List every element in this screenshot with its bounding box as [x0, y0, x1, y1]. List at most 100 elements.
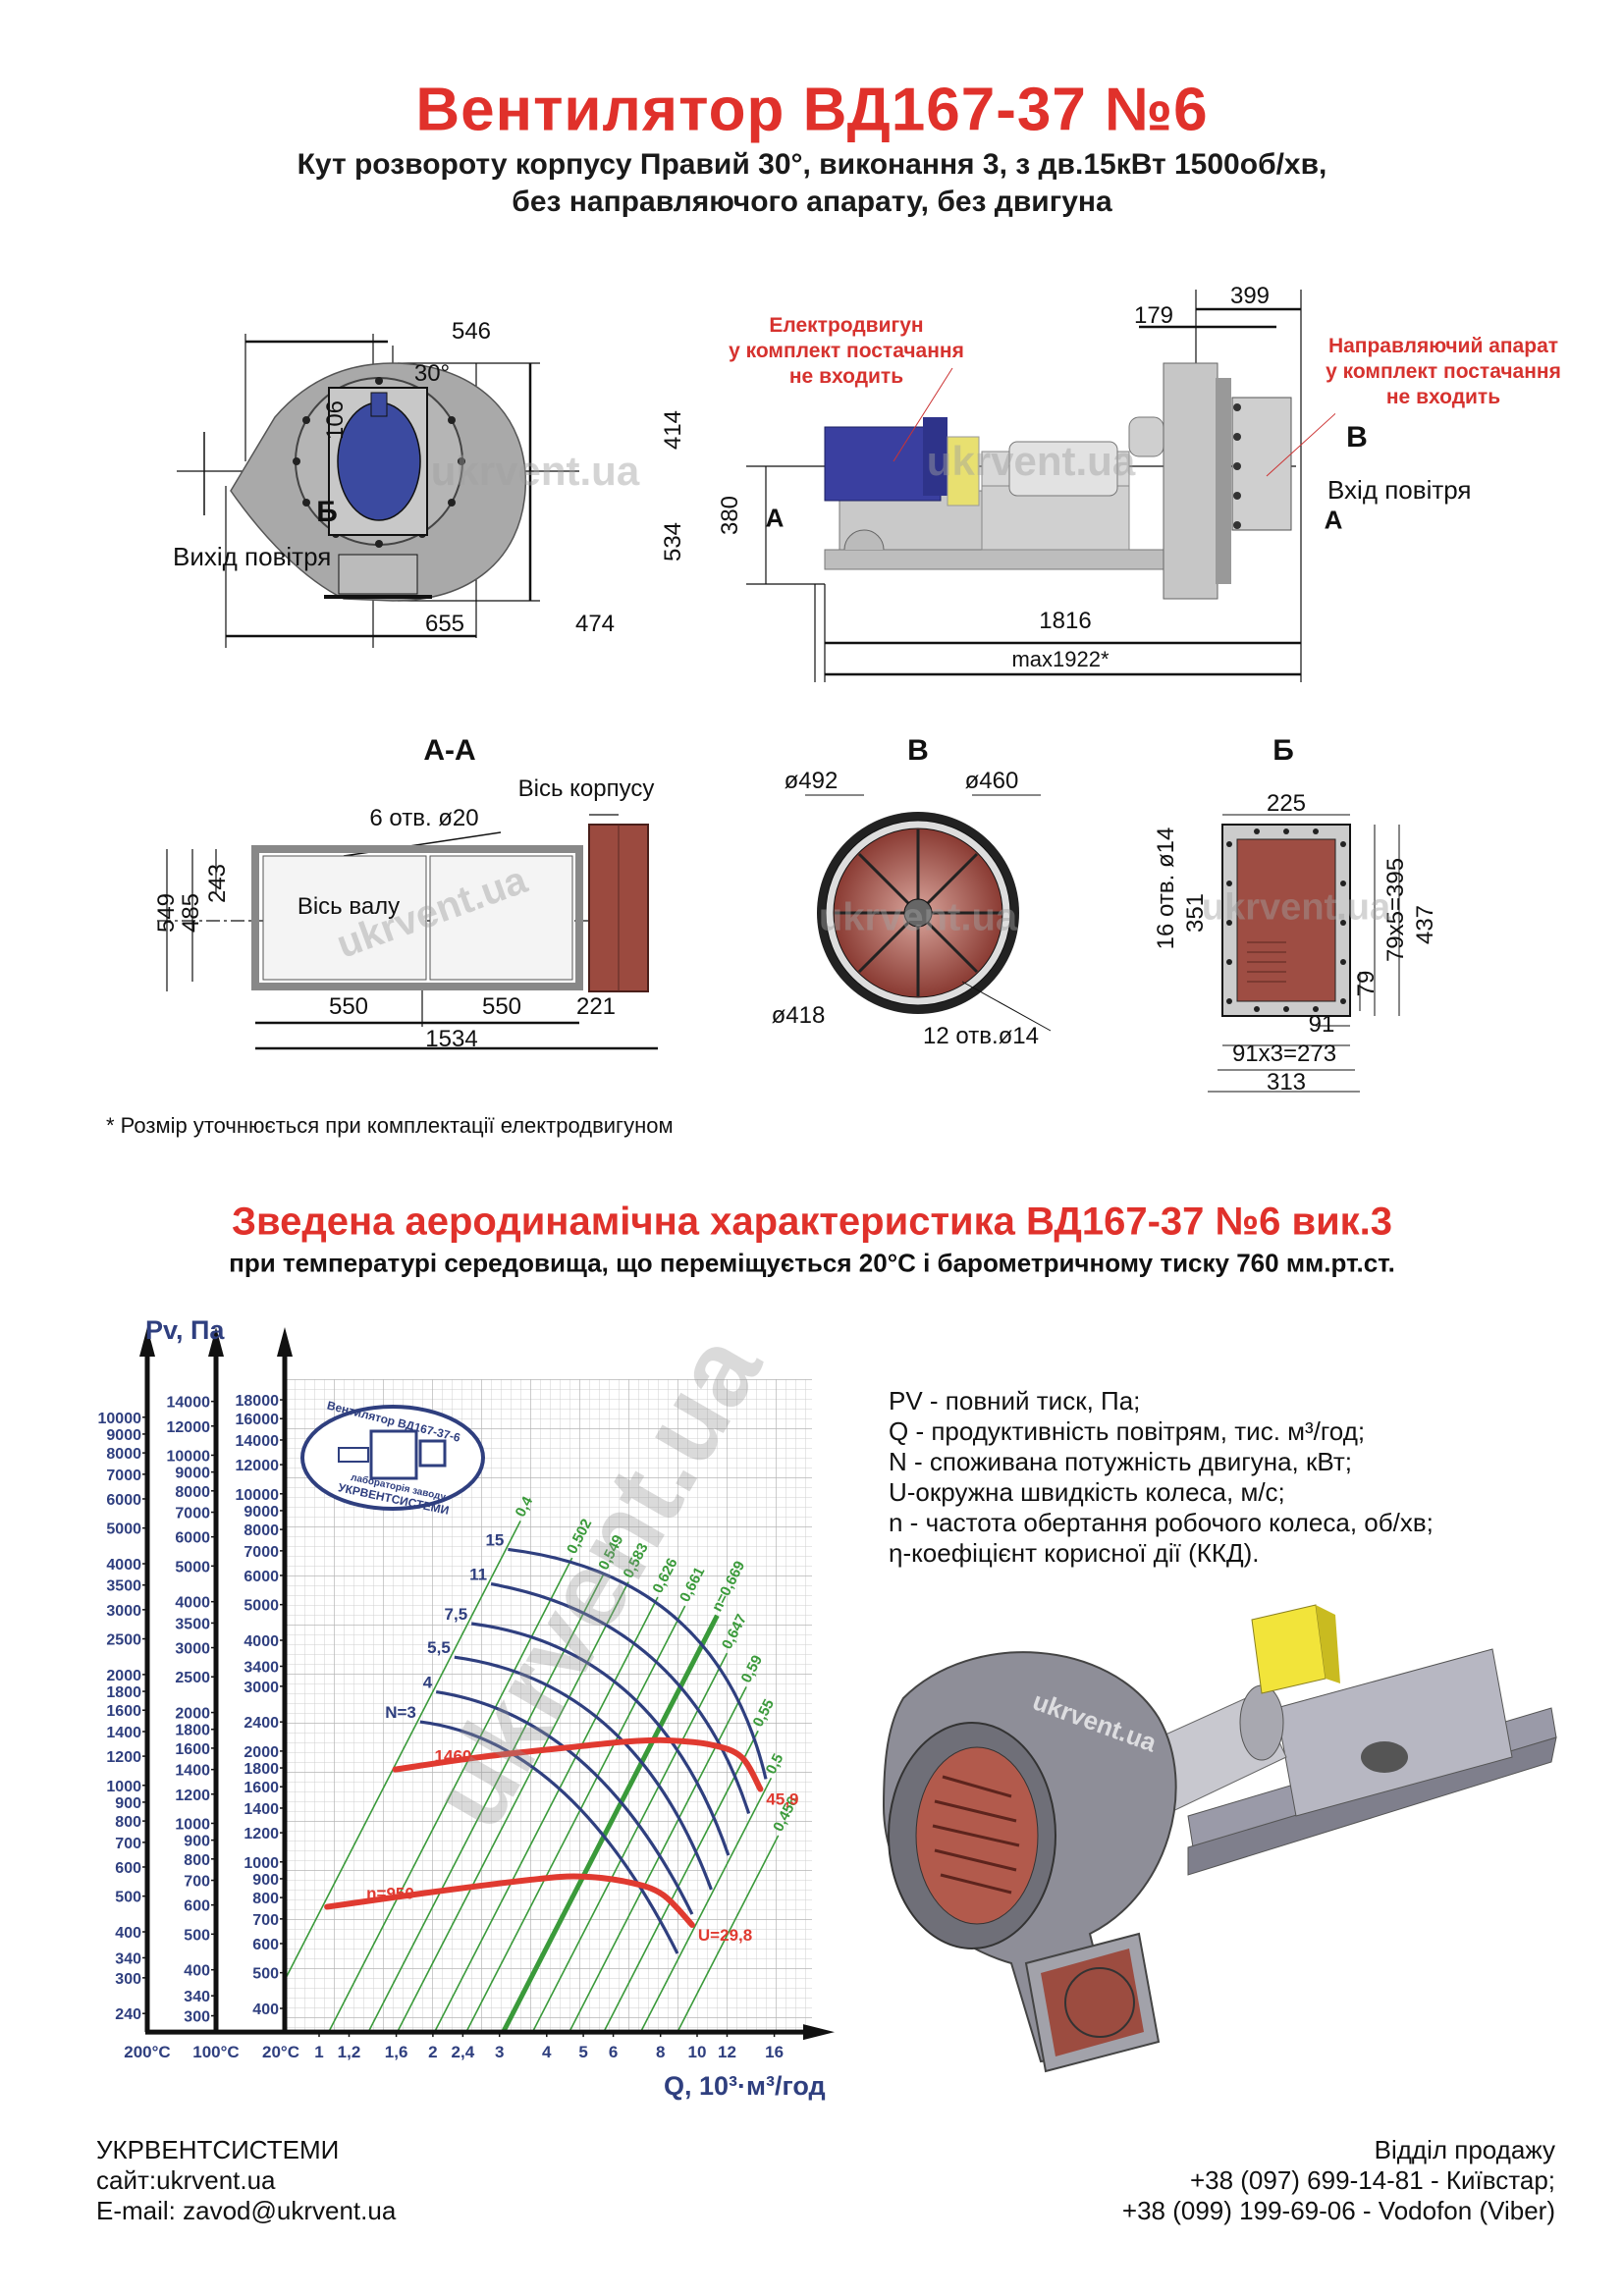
dim-485: 485 — [178, 892, 204, 934]
dim-534: 534 — [660, 521, 686, 562]
y-tick-label: 900 — [252, 1872, 279, 1889]
y-tick-label: 4000 — [175, 1595, 210, 1612]
efficiency-line — [433, 1596, 659, 2033]
y-tick-label: 700 — [252, 1912, 279, 1929]
y-tick-label: 2400 — [244, 1715, 279, 1732]
dim-549: 549 — [153, 892, 180, 934]
y-tick-label: 14000 — [167, 1395, 211, 1412]
y-tick-label: 800 — [184, 1852, 210, 1869]
power-curve — [470, 1622, 731, 1856]
y-tick-label: 6000 — [175, 1530, 210, 1547]
dim-106: 106 — [322, 400, 349, 441]
section-aa-drawing — [157, 814, 658, 1050]
y-tick-label: 6000 — [244, 1569, 279, 1585]
y-tick-label: 1400 — [175, 1763, 210, 1780]
company-name: УКРВЕНТСИСТЕМИ — [96, 2135, 340, 2164]
side-view-drawing — [746, 290, 1335, 682]
power-curve-label: N=3 — [385, 1703, 416, 1722]
x-tick-label: 12 — [718, 2043, 736, 2061]
y-tick-label: 1200 — [106, 1749, 141, 1766]
dim-243: 243 — [204, 863, 231, 904]
y-tick-label: 2000 — [106, 1668, 141, 1684]
y-tick-label: 8000 — [106, 1446, 141, 1463]
view-b-drawing — [1208, 814, 1400, 1093]
y-tick-label: 800 — [252, 1891, 279, 1907]
y-axis-label: Pv, Па — [145, 1315, 225, 1345]
y-tick-label: 10000 — [236, 1487, 280, 1504]
y-tick-label: 1400 — [106, 1725, 141, 1741]
x-axis-label: Q, 10³·м³/год — [664, 2071, 826, 2101]
y-tick-label: 1000 — [106, 1779, 141, 1795]
motor-body — [824, 426, 942, 502]
x-tick-label: 10 — [688, 2043, 707, 2061]
y-tick-label: 400 — [184, 1963, 210, 1980]
y-tick-label: 1400 — [244, 1801, 279, 1818]
inlet-label: Вхід повітря — [1327, 475, 1472, 505]
motor-note-line: у комплект постачання — [729, 340, 964, 362]
chart-subtitle: при температурі середовища, що переміщує… — [229, 1248, 1395, 1278]
x-tick-label: 1 — [314, 2043, 323, 2061]
page-title: Вентилятор ВД167-37 №6 — [415, 76, 1209, 144]
y-tick-label: 800 — [115, 1814, 141, 1831]
phone-kyivstar[interactable]: +38 (097) 699-14-81 - Київстар; — [1189, 2165, 1555, 2195]
guide-note-line: у комплект постачання — [1326, 360, 1561, 383]
dim-angle-30: 30° — [413, 360, 451, 387]
guide-note-line: Направляючий апарат — [1327, 335, 1559, 357]
dim-399: 399 — [1229, 283, 1271, 309]
chart-title: Зведена аеродинамічна характеристика ВД1… — [231, 1200, 1393, 1244]
motor-note-line: Електродвигун — [769, 314, 924, 337]
company-email-link[interactable]: E-mail: zavod@ukrvent.ua — [96, 2196, 397, 2225]
watermark: ukrvent.ua — [1201, 886, 1391, 929]
dim-550-a: 550 — [328, 993, 369, 1020]
diameter-460: ø460 — [964, 768, 1019, 794]
y-tick-label: 600 — [184, 1898, 210, 1915]
pressure-curve-label: 1460 — [435, 1747, 472, 1766]
y-tick-label: 700 — [184, 1874, 210, 1891]
y-tick-label: 12000 — [167, 1419, 211, 1436]
shaft-axis-label: Вісь валу — [297, 893, 401, 920]
dim-max-1922: max1922* — [1011, 647, 1110, 671]
y-tick-label: 8000 — [244, 1522, 279, 1539]
x-tick-label: 8 — [656, 2043, 665, 2061]
x-tick-label: 6 — [609, 2043, 618, 2061]
x-tick-label: 1,6 — [385, 2043, 408, 2061]
x-tick-label: 16 — [765, 2043, 784, 2061]
view-v-drawing — [805, 794, 1052, 1032]
y-tick-label: 2500 — [175, 1670, 210, 1686]
y-tick-label: 1800 — [175, 1723, 210, 1739]
power-curve-label: 7,5 — [445, 1605, 468, 1624]
efficiency-line — [396, 1581, 629, 2033]
dim-91x3-273: 91x3=273 — [1231, 1041, 1337, 1067]
view-mark-v: В — [1346, 421, 1368, 454]
y-tick-label: 1600 — [244, 1780, 279, 1796]
section-mark-a-right: А — [1324, 505, 1343, 535]
y-tick-label: 240 — [115, 2006, 141, 2023]
y-tick-label: 300 — [115, 1971, 141, 1988]
view-v-title: В — [907, 734, 929, 767]
efficiency-line — [603, 1730, 759, 2033]
housing-axis-label: Вісь корпусу — [517, 775, 655, 802]
x-tick-label: 2,4 — [452, 2043, 475, 2061]
x-tick-label: 1,2 — [338, 2043, 361, 2061]
guide-note-line: не входить — [1385, 386, 1501, 408]
y-tick-label: 9000 — [244, 1504, 279, 1521]
y-tick-label: 900 — [115, 1795, 141, 1812]
view-b-title: Б — [1272, 734, 1294, 767]
y-tick-label: 12000 — [236, 1458, 280, 1474]
guide-vane-not-included-note: Направляючий апарат у комплект постачанн… — [1326, 334, 1561, 410]
coupling-guard — [947, 436, 980, 507]
dim-546: 546 — [451, 318, 492, 345]
phone-vodafone[interactable]: +38 (099) 199-69-06 - Vodofon (Viber) — [1121, 2196, 1555, 2225]
y-tick-label: 400 — [252, 2002, 279, 2018]
x-tick-label: 3 — [495, 2043, 504, 2061]
y-tick-label: 7000 — [244, 1544, 279, 1561]
power-curve — [435, 1689, 694, 1915]
pressure-curve-end-label: U=29,8 — [698, 1926, 752, 1945]
company-site-link[interactable]: сайт:ukrvent.ua — [96, 2165, 276, 2195]
y-tick-label: 3500 — [175, 1616, 210, 1632]
legend-item-eta: η-коефіцієнт корисної дії (ККД). — [889, 1538, 1260, 1568]
section-mark-b: Б — [316, 496, 338, 528]
efficiency-line — [465, 1605, 686, 2033]
y-tick-label: 1800 — [244, 1761, 279, 1778]
dim-91: 91 — [1308, 1011, 1335, 1038]
